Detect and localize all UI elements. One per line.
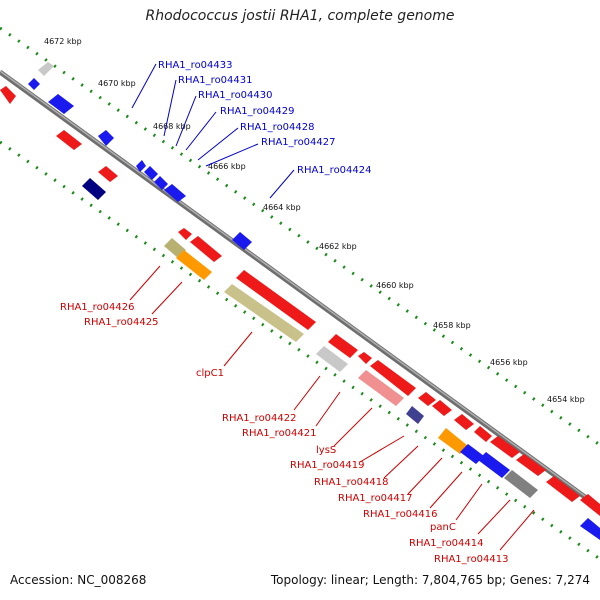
gene-arrow[interactable] (144, 166, 158, 180)
gene-label[interactable]: RHA1_ro04417 (338, 493, 413, 504)
gene-arrow[interactable] (136, 160, 146, 172)
gene-arrow[interactable] (432, 400, 452, 416)
gene-arrow[interactable] (236, 270, 316, 330)
kbp-tick-label: 4658 kbp (433, 321, 471, 330)
gene-arrow[interactable] (546, 476, 580, 502)
gene-arrow[interactable] (580, 494, 600, 516)
gene-arrow[interactable] (474, 426, 492, 442)
gene-label[interactable]: RHA1_ro04430 (198, 90, 273, 101)
gene-arrow[interactable] (370, 360, 416, 396)
gene-arrow[interactable] (176, 250, 212, 280)
gene-arrow[interactable] (48, 94, 74, 114)
gene-label[interactable]: RHA1_ro04413 (434, 554, 509, 565)
reverse-leader-lines (129, 265, 535, 551)
gene-arrow[interactable] (316, 346, 348, 372)
gene-label[interactable]: RHA1_ro04422 (222, 413, 297, 424)
gene-arrow[interactable] (580, 518, 600, 540)
gene-label[interactable]: panC (430, 522, 456, 533)
kbp-tick-label: 4664 kbp (263, 203, 301, 212)
gene-arrow[interactable] (460, 444, 484, 464)
forward-strand-genes (0, 62, 252, 250)
gene-label[interactable]: RHA1_ro04424 (297, 165, 372, 176)
middle-tick-line (0, 140, 600, 561)
gene-label[interactable]: RHA1_ro04433 (158, 60, 233, 71)
gene-label[interactable]: clpC1 (196, 368, 224, 379)
gene-arrow[interactable] (328, 334, 358, 358)
kbp-axis: 4672 kbp 4670 kbp 4668 kbp 4666 kbp 4664… (44, 37, 585, 404)
forward-leader-lines (131, 63, 295, 199)
kbp-tick-label: 4670 kbp (98, 79, 136, 88)
gene-arrow[interactable] (178, 228, 192, 240)
gene-label[interactable]: RHA1_ro04426 (60, 302, 135, 313)
upper-tick-line (0, 26, 600, 447)
kbp-tick-label: 4660 kbp (376, 281, 414, 290)
gene-label[interactable]: RHA1_ro04419 (290, 460, 365, 471)
gene-arrow[interactable] (490, 436, 520, 458)
gene-label[interactable]: RHA1_ro04428 (240, 122, 315, 133)
gene-arrow[interactable] (516, 454, 546, 476)
gene-arrow[interactable] (0, 86, 16, 104)
gene-arrow[interactable] (98, 130, 114, 146)
gene-arrow[interactable] (478, 452, 510, 478)
gene-arrow[interactable] (190, 236, 222, 262)
gene-label[interactable]: RHA1_ro04421 (242, 428, 317, 439)
gene-label[interactable]: RHA1_ro04427 (261, 137, 336, 148)
gene-arrow[interactable] (232, 232, 252, 250)
gene-arrow[interactable] (164, 184, 186, 202)
gene-label[interactable]: RHA1_ro04414 (409, 538, 484, 549)
gene-arrow[interactable] (358, 370, 404, 406)
genome-stats-text: Topology: linear; Length: 7,804,765 bp; … (270, 573, 590, 587)
kbp-tick-label: 4666 kbp (208, 162, 246, 171)
gene-arrow[interactable] (358, 352, 372, 364)
kbp-tick-label: 4656 kbp (490, 358, 528, 367)
gene-arrow[interactable] (504, 470, 538, 498)
gene-label[interactable]: RHA1_ro04431 (178, 75, 253, 86)
forward-gene-labels: RHA1_ro04433 RHA1_ro04431 RHA1_ro04430 R… (158, 60, 372, 176)
gene-arrow[interactable] (164, 238, 186, 258)
gene-label[interactable]: RHA1_ro04416 (363, 509, 438, 520)
accession-text: Accession: NC_008268 (10, 573, 147, 587)
gene-arrow[interactable] (438, 428, 468, 454)
gene-label[interactable]: RHA1_ro04425 (84, 317, 159, 328)
genome-backbone (0, 69, 600, 511)
reverse-strand-genes (56, 130, 600, 540)
kbp-tick-label: 4672 kbp (44, 37, 82, 46)
gene-arrow[interactable] (82, 178, 106, 200)
gene-label[interactable]: RHA1_ro04418 (314, 477, 389, 488)
gene-arrow[interactable] (98, 166, 118, 182)
gene-arrow[interactable] (38, 62, 54, 76)
gene-arrow[interactable] (454, 414, 474, 430)
gene-arrow[interactable] (406, 406, 424, 424)
gene-arrow[interactable] (418, 392, 436, 406)
kbp-tick-label: 4668 kbp (153, 122, 191, 131)
gene-arrow[interactable] (154, 176, 168, 190)
gene-label[interactable]: RHA1_ro04429 (220, 106, 295, 117)
reverse-gene-labels: RHA1_ro04426 RHA1_ro04425 clpC1 RHA1_ro0… (60, 302, 509, 565)
gene-label[interactable]: lysS (316, 445, 336, 456)
gene-arrow[interactable] (28, 78, 40, 90)
kbp-tick-label: 4654 kbp (547, 395, 585, 404)
gene-arrow[interactable] (224, 284, 304, 342)
gene-arrow[interactable] (56, 130, 82, 150)
map-title: Rhodococcus jostii RHA1, complete genome (145, 8, 455, 24)
kbp-tick-label: 4662 kbp (319, 242, 357, 251)
